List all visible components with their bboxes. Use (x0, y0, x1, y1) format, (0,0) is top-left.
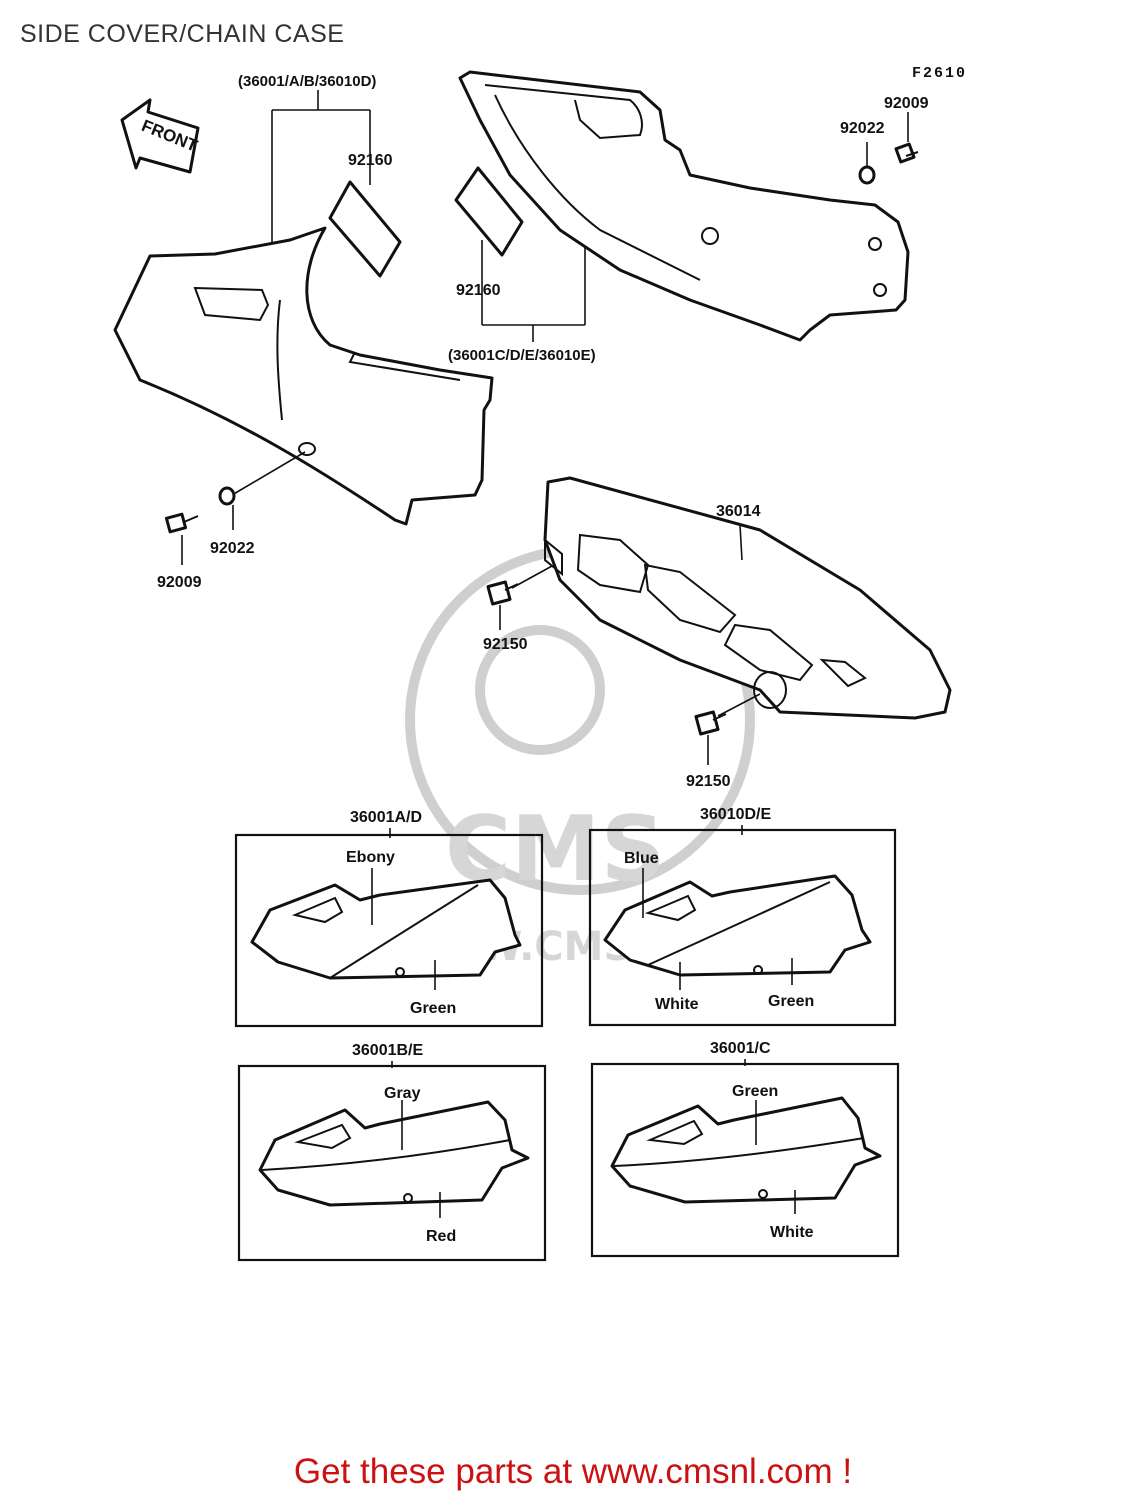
right-group-label: (36001C/D/E/36010E) (448, 347, 596, 364)
color-label: Red (426, 1228, 456, 1245)
color-box-36001be: 36001B/E Gray Red (237, 1042, 547, 1262)
color-label: Green (768, 993, 814, 1010)
figure-code: F2610 (912, 65, 967, 82)
right-side-cover (458, 70, 910, 342)
label-washer-left: 92022 (210, 540, 255, 557)
color-box-code: 36001A/D (350, 809, 422, 826)
chain-bolt-lower (694, 710, 727, 736)
parts-diagram: CMS WWW.CMSNL.COM F2610 FRONT (36001/A/B… (113, 65, 967, 1262)
label-chain-case: 36014 (716, 503, 761, 520)
label-chain-bolt-upper: 92150 (483, 636, 528, 653)
color-label: Green (410, 1000, 456, 1017)
color-box-code: 36001B/E (352, 1042, 423, 1059)
emblem-left (328, 180, 402, 278)
washer-left (218, 486, 236, 506)
page-title: SIDE COVER/CHAIN CASE (20, 20, 345, 48)
label-emblem-right: 92160 (456, 282, 501, 299)
front-arrow-icon: FRONT (120, 98, 201, 174)
label-washer-right: 92022 (840, 120, 885, 137)
color-box-36001c: 36001/C Green White (590, 1040, 900, 1258)
color-box-36010de: 36010D/E Blue White Green (588, 806, 897, 1027)
left-side-cover (113, 226, 494, 526)
color-box-36001ad: 36001A/D Ebony Green (234, 809, 544, 1028)
color-label: White (770, 1224, 814, 1241)
color-label: Green (732, 1083, 778, 1100)
left-group-label: (36001/A/B/36010D) (238, 73, 376, 90)
washer-right (858, 165, 876, 185)
label-bolt-right: 92009 (884, 95, 929, 112)
label-chain-bolt-lower: 92150 (686, 773, 731, 790)
label-bolt-left: 92009 (157, 574, 202, 591)
color-box-code: 36001/C (710, 1040, 771, 1057)
bolt-right (894, 142, 919, 164)
bolt-left (164, 512, 199, 534)
color-label: White (655, 996, 699, 1013)
color-label: Gray (384, 1085, 421, 1102)
left-group-bracket (271, 90, 371, 250)
color-label: Ebony (346, 849, 395, 866)
color-label: Blue (624, 850, 659, 867)
emblem-right (454, 166, 524, 257)
chain-bolt-upper (486, 580, 519, 606)
label-emblem-left: 92160 (348, 152, 393, 169)
footer-link[interactable]: Get these parts at www.cmsnl.com ! (293, 1452, 853, 1491)
color-box-code: 36010D/E (700, 806, 771, 823)
chain-case (543, 476, 952, 720)
